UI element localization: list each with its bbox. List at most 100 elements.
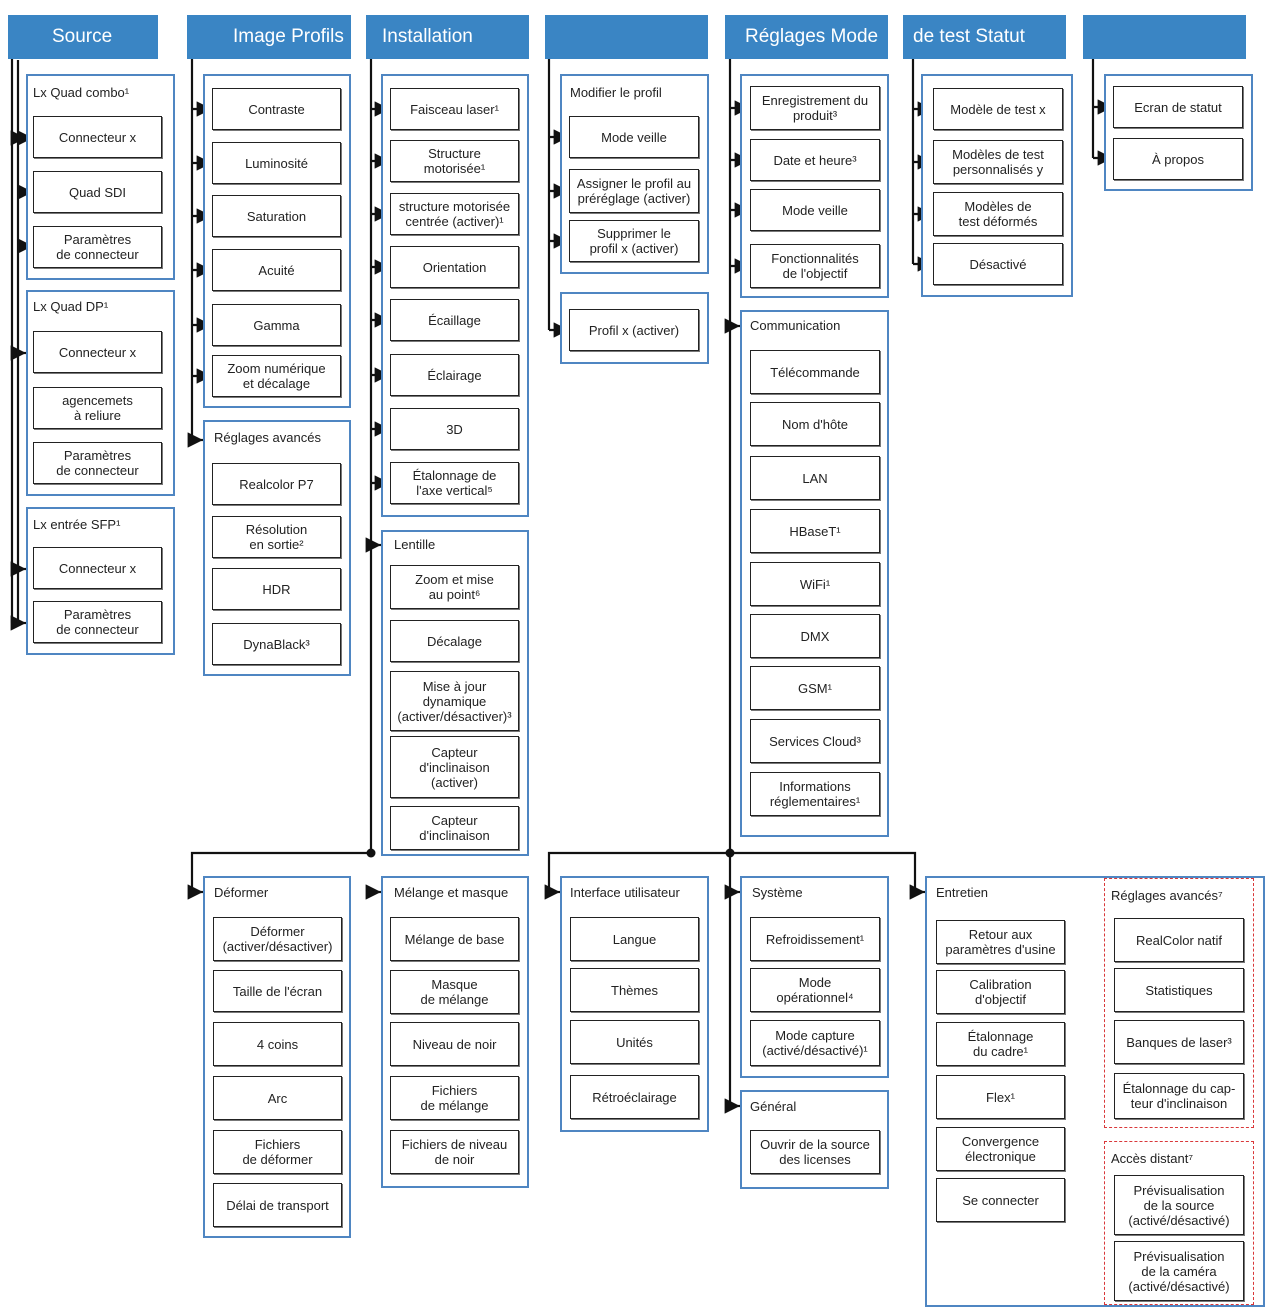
node-orientation[interactable]: Orientation — [390, 246, 519, 288]
node-deformer-activer[interactable]: Déformer (activer/désactiver) — [213, 917, 342, 961]
node-refroidissement[interactable]: Refroidissement¹ — [750, 917, 880, 961]
node-gsm[interactable]: GSM¹ — [750, 666, 880, 710]
node-informations-reglementaires[interactable]: Informations réglementaires¹ — [750, 772, 880, 816]
node-contraste[interactable]: Contraste — [212, 88, 341, 130]
node-label: Convergence électronique — [961, 1134, 1040, 1164]
node-realcolor-p7[interactable]: Realcolor P7 — [212, 463, 341, 505]
node-services-cloud[interactable]: Services Cloud³ — [750, 719, 880, 763]
node-resolution-sortie[interactable]: Résolution en sortie² — [212, 516, 341, 558]
node-quad-sdi[interactable]: Quad SDI — [33, 171, 162, 213]
node-modeles-deformes[interactable]: Modèles de test déformés — [933, 192, 1063, 236]
node-eclairage[interactable]: Éclairage — [390, 354, 519, 396]
node-connecteur-x[interactable]: Connecteur x — [33, 331, 162, 373]
node-assigner-profil[interactable]: Assigner le profil au préréglage (active… — [569, 169, 699, 213]
node-mode-capture[interactable]: Mode capture (activé/désactivé)¹ — [750, 1020, 880, 1066]
node-connecteur-x[interactable]: Connecteur x — [33, 116, 162, 158]
node-lan[interactable]: LAN — [750, 456, 880, 500]
node-unites[interactable]: Unités — [570, 1020, 699, 1064]
node-acuite[interactable]: Acuité — [212, 249, 341, 291]
header-blank-profiles[interactable] — [545, 15, 708, 59]
node-mise-a-jour-dynamique[interactable]: Mise à jour dynamique (activer/désactive… — [390, 671, 519, 731]
node-retour-parametres-usine[interactable]: Retour aux paramètres d'usine — [936, 920, 1065, 964]
node-a-propos[interactable]: À propos — [1113, 138, 1243, 180]
node-mode-operationnel[interactable]: Mode opérationnel⁴ — [750, 968, 880, 1012]
node-wifi[interactable]: WiFi¹ — [750, 562, 880, 606]
node-parametres-connecteur[interactable]: Paramètres de connecteur — [33, 442, 162, 484]
node-delai-transport[interactable]: Délai de transport — [213, 1183, 342, 1227]
node-etalonnage-capteur[interactable]: Étalonnage du cap- teur d'inclinaison — [1114, 1073, 1244, 1119]
node-etalonnage-axe[interactable]: Étalonnage de l'axe vertical⁵ — [390, 462, 519, 504]
node-enregistrement-produit[interactable]: Enregistrement du produit³ — [750, 86, 880, 130]
node-luminosite[interactable]: Luminosité — [212, 142, 341, 184]
header-blank-status[interactable] — [1083, 15, 1246, 59]
header-image-profils[interactable]: Image Profils — [187, 15, 351, 59]
node-etalonnage-cadre[interactable]: Étalonnage du cadre¹ — [936, 1022, 1065, 1066]
node-fichiers-melange[interactable]: Fichiers de mélange — [390, 1076, 519, 1120]
node-previsualisation-camera[interactable]: Prévisualisation de la caméra (activé/dé… — [1114, 1241, 1244, 1301]
group-title-systeme: Système — [752, 885, 803, 900]
node-fonctionnalites-objectif[interactable]: Fonctionnalités de l'objectif — [750, 244, 880, 288]
node-convergence-electronique[interactable]: Convergence électronique — [936, 1127, 1065, 1171]
node-previsualisation-source[interactable]: Prévisualisation de la source (activé/dé… — [1114, 1175, 1244, 1235]
node-label: Refroidissement¹ — [765, 931, 865, 947]
node-label: Écaillage — [428, 312, 481, 328]
node-calibration-objectif[interactable]: Calibration d'objectif — [936, 970, 1065, 1014]
node-faisceau-laser[interactable]: Faisceau laser¹ — [390, 88, 519, 130]
node-label: Fonctionnalités de l'objectif — [771, 251, 859, 281]
node-3d[interactable]: 3D — [390, 408, 519, 450]
header-installation[interactable]: Installation — [366, 15, 529, 59]
node-dmx[interactable]: DMX — [750, 614, 880, 658]
node-modele-test-x[interactable]: Modèle de test x — [933, 88, 1063, 130]
node-mode-veille[interactable]: Mode veille — [569, 116, 699, 158]
node-4-coins[interactable]: 4 coins — [213, 1022, 342, 1066]
node-profil-x[interactable]: Profil x (activer) — [569, 309, 699, 351]
node-langue[interactable]: Langue — [570, 917, 699, 961]
node-flex[interactable]: Flex¹ — [936, 1075, 1065, 1119]
node-connecteur-x[interactable]: Connecteur x — [33, 547, 162, 589]
node-telecommande[interactable]: Télécommande — [750, 350, 880, 394]
node-mode-veille-settings[interactable]: Mode veille — [750, 189, 880, 231]
node-saturation[interactable]: Saturation — [212, 195, 341, 237]
node-hdr[interactable]: HDR — [212, 568, 341, 610]
node-statistiques[interactable]: Statistiques — [1114, 968, 1244, 1012]
node-arc[interactable]: Arc — [213, 1076, 342, 1120]
node-fichiers-niveau-noir[interactable]: Fichiers de niveau de noir — [390, 1130, 519, 1174]
header-reglages[interactable]: Réglages Mode — [725, 15, 888, 59]
node-desactive[interactable]: Désactivé — [933, 243, 1063, 285]
node-decalage[interactable]: Décalage — [390, 620, 519, 662]
node-dynablack[interactable]: DynaBlack³ — [212, 623, 341, 665]
node-retroeclairage[interactable]: Rétroéclairage — [570, 1075, 699, 1119]
node-zoom-mise-au-point[interactable]: Zoom et mise au point⁶ — [390, 565, 519, 609]
node-agencements-reliure[interactable]: agencemets à reliure — [33, 387, 162, 429]
node-masque-melange[interactable]: Masque de mélange — [390, 970, 519, 1014]
node-label: WiFi¹ — [799, 576, 831, 592]
node-niveau-noir[interactable]: Niveau de noir — [390, 1022, 519, 1066]
node-themes[interactable]: Thèmes — [570, 968, 699, 1012]
node-structure-motorisee[interactable]: Structure motorisée¹ — [390, 140, 519, 182]
group-title-modifier-profil: Modifier le profil — [570, 85, 662, 100]
node-fichiers-deformer[interactable]: Fichiers de déformer — [213, 1130, 342, 1174]
node-zoom-numerique[interactable]: Zoom numérique et décalage — [212, 355, 341, 397]
node-structure-centree[interactable]: structure motorisée centrée (activer)¹ — [390, 193, 519, 235]
node-date-heure[interactable]: Date et heure³ — [750, 139, 880, 181]
node-supprimer-profil[interactable]: Supprimer le profil x (activer) — [569, 220, 699, 262]
header-source[interactable]: Source — [8, 15, 158, 59]
node-modeles-personnalises[interactable]: Modèles de test personnalisés y — [933, 140, 1063, 184]
node-hbaset[interactable]: HBaseT¹ — [750, 509, 880, 553]
node-melange-base[interactable]: Mélange de base — [390, 917, 519, 961]
node-gamma[interactable]: Gamma — [212, 304, 341, 346]
node-ecaillage[interactable]: Écaillage — [390, 299, 519, 341]
header-test-statut[interactable]: de test Statut — [903, 15, 1066, 59]
node-parametres-connecteur[interactable]: Paramètres de connecteur — [33, 226, 162, 268]
node-capteur-inclinaison[interactable]: Capteur d'inclinaison — [390, 806, 519, 850]
node-realcolor-natif[interactable]: RealColor natif — [1114, 918, 1244, 962]
node-parametres-connecteur[interactable]: Paramètres de connecteur — [33, 601, 162, 643]
node-label: Mode veille — [601, 129, 667, 145]
node-capteur-inclinaison-activer[interactable]: Capteur d'inclinaison (activer) — [390, 736, 519, 798]
node-ouvrir-source-licenses[interactable]: Ouvrir de la source des licenses — [750, 1130, 880, 1174]
node-banques-laser[interactable]: Banques de laser³ — [1114, 1020, 1244, 1064]
node-ecran-statut[interactable]: Ecran de statut — [1113, 86, 1243, 128]
node-taille-ecran[interactable]: Taille de l'écran — [213, 970, 342, 1012]
node-nom-hote[interactable]: Nom d'hôte — [750, 402, 880, 446]
node-se-connecter[interactable]: Se connecter — [936, 1178, 1065, 1222]
